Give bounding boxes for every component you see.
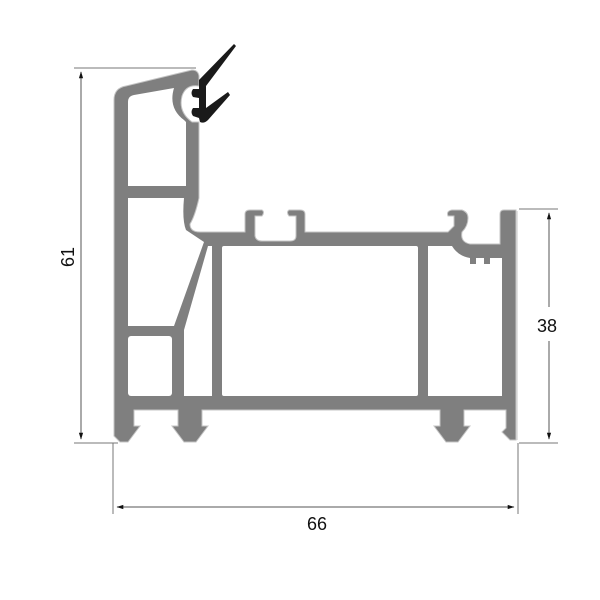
dimension-38 bbox=[519, 208, 558, 444]
dimension-label-width-total: 66 bbox=[307, 514, 328, 534]
gasket-shape bbox=[191, 44, 236, 123]
dimension-label-height-right: 38 bbox=[537, 316, 558, 336]
chamber-main bbox=[222, 246, 418, 396]
dimension-61 bbox=[74, 67, 196, 444]
rubber-gasket bbox=[191, 44, 236, 123]
pvc-profile bbox=[113, 69, 518, 443]
dimension-label-height-total: 61 bbox=[58, 246, 79, 268]
dimension-66 bbox=[112, 443, 519, 514]
chamber-sloped bbox=[184, 246, 212, 396]
chamber-top bbox=[128, 88, 186, 186]
chamber-left-middle bbox=[128, 198, 204, 326]
chamber-left-bottom bbox=[128, 336, 172, 396]
chamber-right bbox=[428, 246, 502, 396]
